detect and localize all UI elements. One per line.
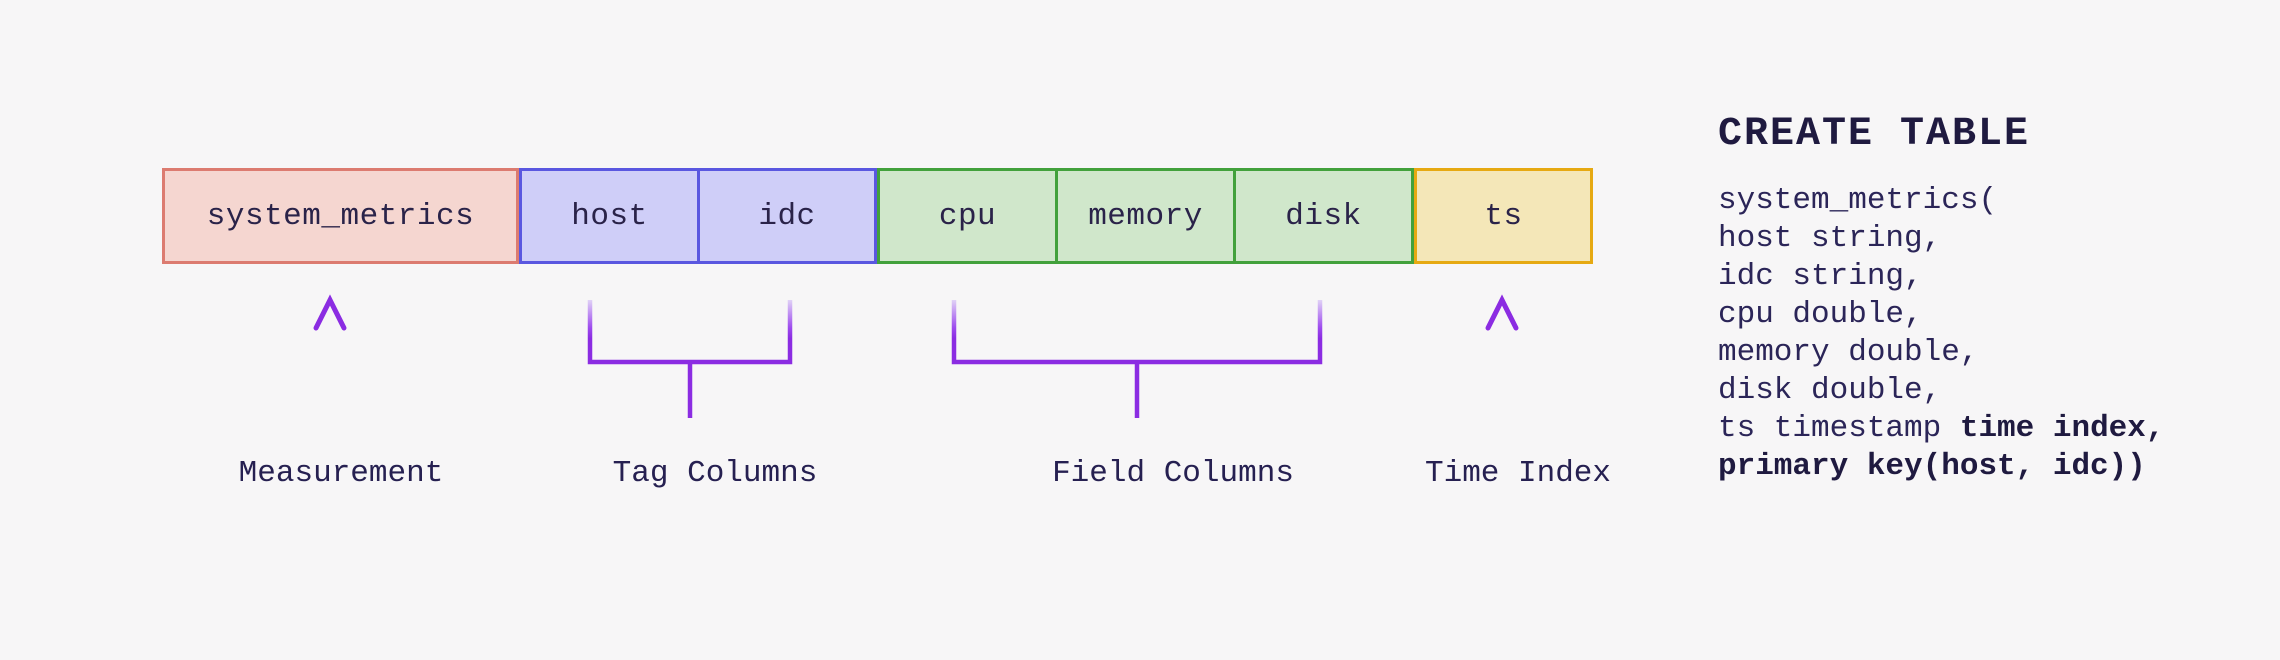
time-index-label: Time Index — [1424, 456, 1612, 491]
sql-line: memory double, — [1718, 335, 1979, 370]
tag-column-host-box: host — [519, 168, 700, 264]
create-table-heading: CREATE TABLE — [1718, 112, 2031, 157]
create-table-snippet: CREATE TABLE system_metrics( host string… — [1718, 112, 2164, 486]
time-index-ts-box: ts — [1414, 168, 1593, 264]
field-columns-bracket-icon — [951, 300, 1323, 418]
field-columns-label: Field Columns — [1052, 456, 1294, 491]
tag-column-idc-box: idc — [697, 168, 877, 264]
field-column-memory-box: memory — [1055, 168, 1236, 264]
sql-line: idc string, — [1718, 259, 1923, 294]
sql-line: host string, — [1718, 221, 1942, 256]
measurement-box: system_metrics — [162, 168, 519, 264]
time-index-up-arrow-icon — [1485, 294, 1519, 416]
field-column-disk-box: disk — [1233, 168, 1414, 264]
sql-line: primary key(host, idc)) — [1718, 449, 2146, 484]
measurement-up-arrow-icon — [313, 294, 347, 416]
tag-columns-label: Tag Columns — [612, 456, 818, 491]
measurement-label: Measurement — [238, 456, 444, 491]
field-column-cpu-box: cpu — [877, 168, 1058, 264]
sql-line: disk double, — [1718, 373, 1942, 408]
sql-line: cpu double, — [1718, 297, 1923, 332]
sql-line: system_metrics( — [1718, 183, 1998, 218]
tag-columns-bracket-icon — [587, 300, 793, 418]
sql-line: ts timestamp time index, — [1718, 411, 2165, 446]
